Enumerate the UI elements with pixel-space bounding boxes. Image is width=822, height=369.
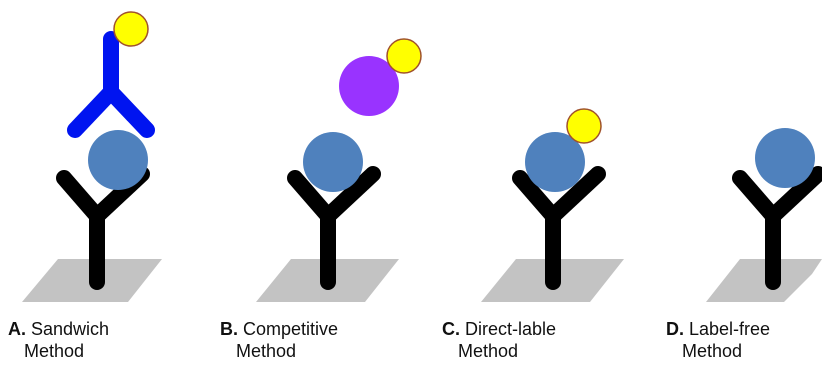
label-particle (566, 108, 602, 144)
panel-subtitle: Method (458, 341, 519, 361)
analyte-molecule (525, 132, 585, 192)
panel-a-sandwich (22, 11, 162, 302)
panel-title: Direct-lable (465, 319, 557, 339)
panel-d-label-free (706, 128, 822, 302)
panel-subtitle: Method (682, 341, 743, 361)
panel-letter: B. (220, 319, 238, 339)
analyte-molecule (88, 130, 148, 190)
capture-antibody (287, 166, 381, 290)
panel-c-direct-label (481, 108, 624, 302)
analyte-molecule (755, 128, 815, 188)
competitor-molecule (339, 56, 399, 116)
caption-competitive: B. Competitive Method (220, 318, 338, 362)
detection-antibody (67, 31, 155, 138)
panel-subtitle: Method (24, 341, 85, 361)
panel-letter: D. (666, 319, 684, 339)
panel-letter: C. (442, 319, 460, 339)
surface-plate (706, 259, 822, 302)
capture-antibody (512, 166, 606, 290)
panel-b-competitive (256, 38, 422, 302)
analyte-molecule (303, 132, 363, 192)
panel-subtitle: Method (236, 341, 297, 361)
label-particle (386, 38, 422, 74)
caption-label-free: D. Label-free Method (666, 318, 770, 362)
panel-title: Label-free (689, 319, 771, 339)
panel-title: Sandwich (31, 319, 110, 339)
capture-antibody (732, 166, 822, 290)
caption-direct-label: C. Direct-lable Method (442, 318, 556, 362)
panel-letter: A. (8, 319, 26, 339)
label-particle (113, 11, 149, 47)
caption-sandwich: A. Sandwich Method (8, 318, 109, 362)
panel-title: Competitive (243, 319, 339, 339)
